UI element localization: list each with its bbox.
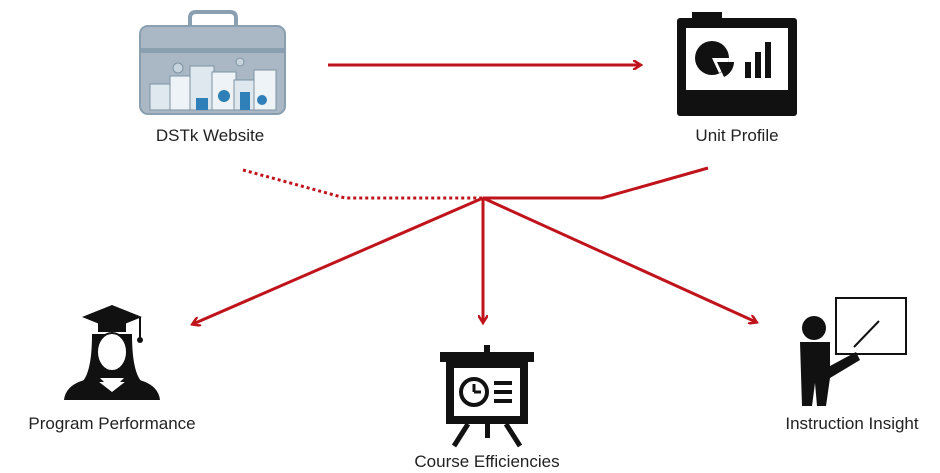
teacher-icon <box>800 297 907 406</box>
unit-profile-label: Unit Profile <box>695 126 778 145</box>
dstk-website-label: DSTk Website <box>156 126 264 145</box>
graduate-icon <box>64 305 160 400</box>
instruction-insight-label: Instruction Insight <box>785 414 919 433</box>
connectors <box>193 65 756 324</box>
arrow-to-program-performance <box>193 196 484 324</box>
arrow-to-instruction-insight <box>482 196 756 322</box>
dashboard-icon <box>677 12 797 116</box>
link-unit-profile-to-hub <box>483 166 709 200</box>
course-efficiencies-label: Course Efficiencies <box>414 452 559 471</box>
presentation-icon <box>440 345 534 448</box>
toolbox-icon <box>139 10 286 115</box>
dotted-link-dstk-to-hub <box>242 168 483 200</box>
program-performance-label: Program Performance <box>28 414 195 433</box>
